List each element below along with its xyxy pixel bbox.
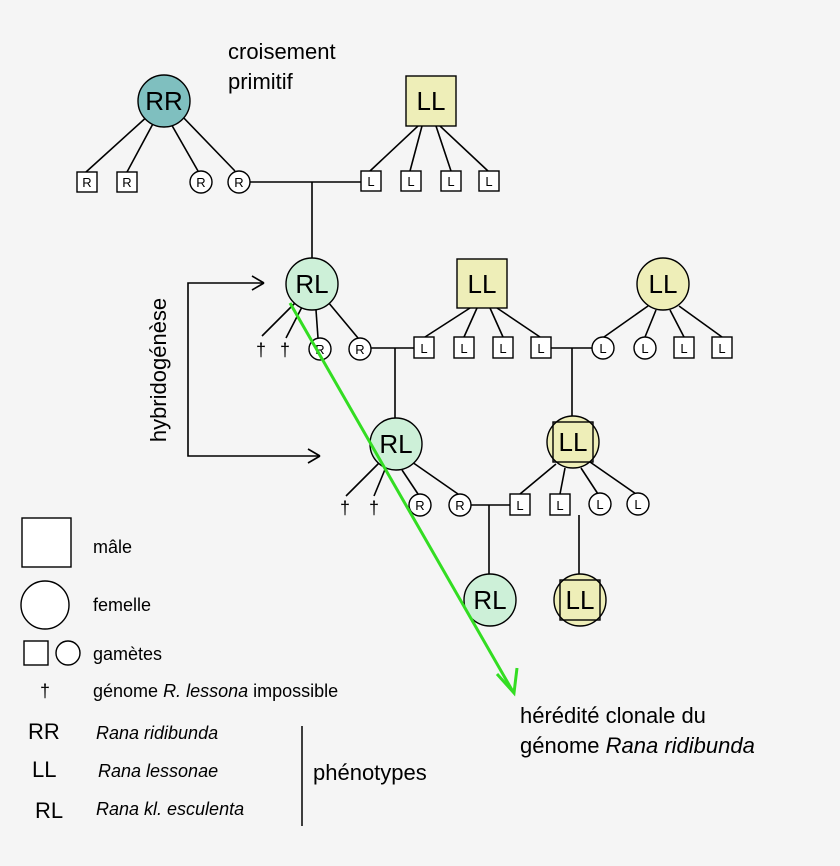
legend-male-symbol xyxy=(21,517,72,568)
gen2-gamete-l-male: L xyxy=(530,336,552,359)
legend-species-code: RR xyxy=(28,719,60,744)
gen1-gamete-l-male: L xyxy=(400,170,422,192)
gen2-gamete-l-male: L xyxy=(413,336,435,359)
svg-text:L: L xyxy=(420,341,427,356)
gen2-gamete-l-male: L xyxy=(492,336,514,359)
svg-text:LL: LL xyxy=(417,86,446,116)
legend-species-name: Rana ridibunda xyxy=(96,723,218,743)
hybridogenesis-bracket xyxy=(187,275,321,464)
svg-text:R: R xyxy=(82,175,91,190)
legend-male-label: mâle xyxy=(93,537,132,557)
svg-text:R: R xyxy=(196,175,205,190)
svg-text:L: L xyxy=(499,341,506,356)
legend-female-label: femelle xyxy=(93,595,151,615)
legend-species-name: Rana kl. esculenta xyxy=(96,799,244,819)
dagger-gamete: † xyxy=(369,498,379,518)
gen1-gamete-l-male: L xyxy=(360,170,382,192)
svg-text:RL: RL xyxy=(295,269,328,299)
legend-gametes-label: gamètes xyxy=(93,644,162,664)
legend-impossible-label: génome R. lessona impossible xyxy=(93,681,338,701)
rl-female-gen2: RL xyxy=(285,257,339,311)
gen2-gamete-l-male: L xyxy=(453,336,475,359)
gen2-lines xyxy=(261,301,723,426)
gen2-gamete-r-female: R xyxy=(348,337,372,361)
svg-text:RL: RL xyxy=(379,429,412,459)
legend-gamete-male-symbol xyxy=(23,640,49,666)
gen2-gamete-l-male: L xyxy=(711,336,733,359)
gen3-lines xyxy=(345,461,637,578)
svg-text:L: L xyxy=(447,174,454,189)
gen2-gamete-l-female: L xyxy=(591,336,615,360)
gen2-gamete-l-female: L xyxy=(633,336,657,360)
legend: mâle femelle gamètes † génome R. lessona… xyxy=(20,517,427,826)
svg-text:R: R xyxy=(355,342,364,357)
svg-text:R: R xyxy=(315,342,324,357)
ll-offspring-gen3: LL xyxy=(546,415,600,469)
legend-dagger-symbol: † xyxy=(40,681,50,701)
svg-text:L: L xyxy=(485,174,492,189)
svg-text:L: L xyxy=(407,174,414,189)
title-line-1: croisement xyxy=(228,39,336,64)
gen1-gamete-r-female: R xyxy=(227,170,251,194)
svg-text:L: L xyxy=(516,498,523,513)
dagger-gamete: † xyxy=(340,498,350,518)
legend-phenotypes-label: phénotypes xyxy=(313,760,427,785)
gen1-gamete-l-male: L xyxy=(478,170,500,192)
gen3-gamete-l-female: L xyxy=(626,492,650,516)
svg-text:R: R xyxy=(234,175,243,190)
gen1-gamete-l-male: L xyxy=(440,170,462,192)
svg-text:RR: RR xyxy=(145,86,183,116)
gen3-gamete-l-female: L xyxy=(588,492,612,516)
legend-species-code: LL xyxy=(32,757,56,782)
svg-text:R: R xyxy=(455,498,464,513)
ll-male-gen2: LL xyxy=(456,258,508,309)
rl-offspring-gen4: RL xyxy=(463,573,517,627)
svg-text:L: L xyxy=(680,341,687,356)
annotation-line-2: génome Rana ridibunda xyxy=(520,733,755,758)
svg-text:L: L xyxy=(367,174,374,189)
svg-text:R: R xyxy=(122,175,131,190)
svg-text:L: L xyxy=(599,341,606,356)
svg-text:L: L xyxy=(641,341,648,356)
svg-text:LL: LL xyxy=(649,269,678,299)
gen2-gamete-l-male: L xyxy=(673,336,695,359)
gen3-gamete-l-male: L xyxy=(549,493,571,516)
svg-text:LL: LL xyxy=(566,585,595,615)
legend-species-name: Rana lessonae xyxy=(98,761,218,781)
gen3-gamete-r-female: R xyxy=(448,493,472,517)
svg-text:L: L xyxy=(537,341,544,356)
gen1-gamete-r-male: R xyxy=(116,171,138,193)
svg-text:L: L xyxy=(556,498,563,513)
svg-text:R: R xyxy=(415,498,424,513)
clonal-arrow xyxy=(288,302,519,697)
legend-gamete-female-symbol xyxy=(55,640,81,666)
svg-text:RL: RL xyxy=(473,585,506,615)
ll-female-gen2: LL xyxy=(636,257,690,311)
rr-female: RR xyxy=(137,74,191,128)
ll-offspring-gen4: LL xyxy=(553,573,607,627)
dagger-gamete: † xyxy=(280,340,290,360)
svg-text:LL: LL xyxy=(468,269,497,299)
svg-text:LL: LL xyxy=(559,427,588,457)
dagger-gamete: † xyxy=(256,340,266,360)
gen1-gamete-r-male: R xyxy=(76,171,98,193)
svg-text:L: L xyxy=(718,341,725,356)
side-label: hybridogénèse xyxy=(146,298,171,442)
legend-female-symbol xyxy=(20,580,70,630)
svg-text:L: L xyxy=(460,341,467,356)
ll-male-gen1: LL xyxy=(405,75,457,127)
gen3-gamete-r-female: R xyxy=(408,493,432,517)
annotation-line-1: hérédité clonale du xyxy=(520,703,706,728)
legend-species-code: RL xyxy=(35,798,63,823)
gen3-gamete-l-male: L xyxy=(509,493,531,516)
rl-female-gen3: RL xyxy=(369,417,423,471)
svg-text:L: L xyxy=(596,497,603,512)
title-line-2: primitif xyxy=(228,69,294,94)
gen1-lines xyxy=(85,113,489,261)
gen1-gamete-r-female: R xyxy=(189,170,213,194)
svg-text:L: L xyxy=(634,497,641,512)
